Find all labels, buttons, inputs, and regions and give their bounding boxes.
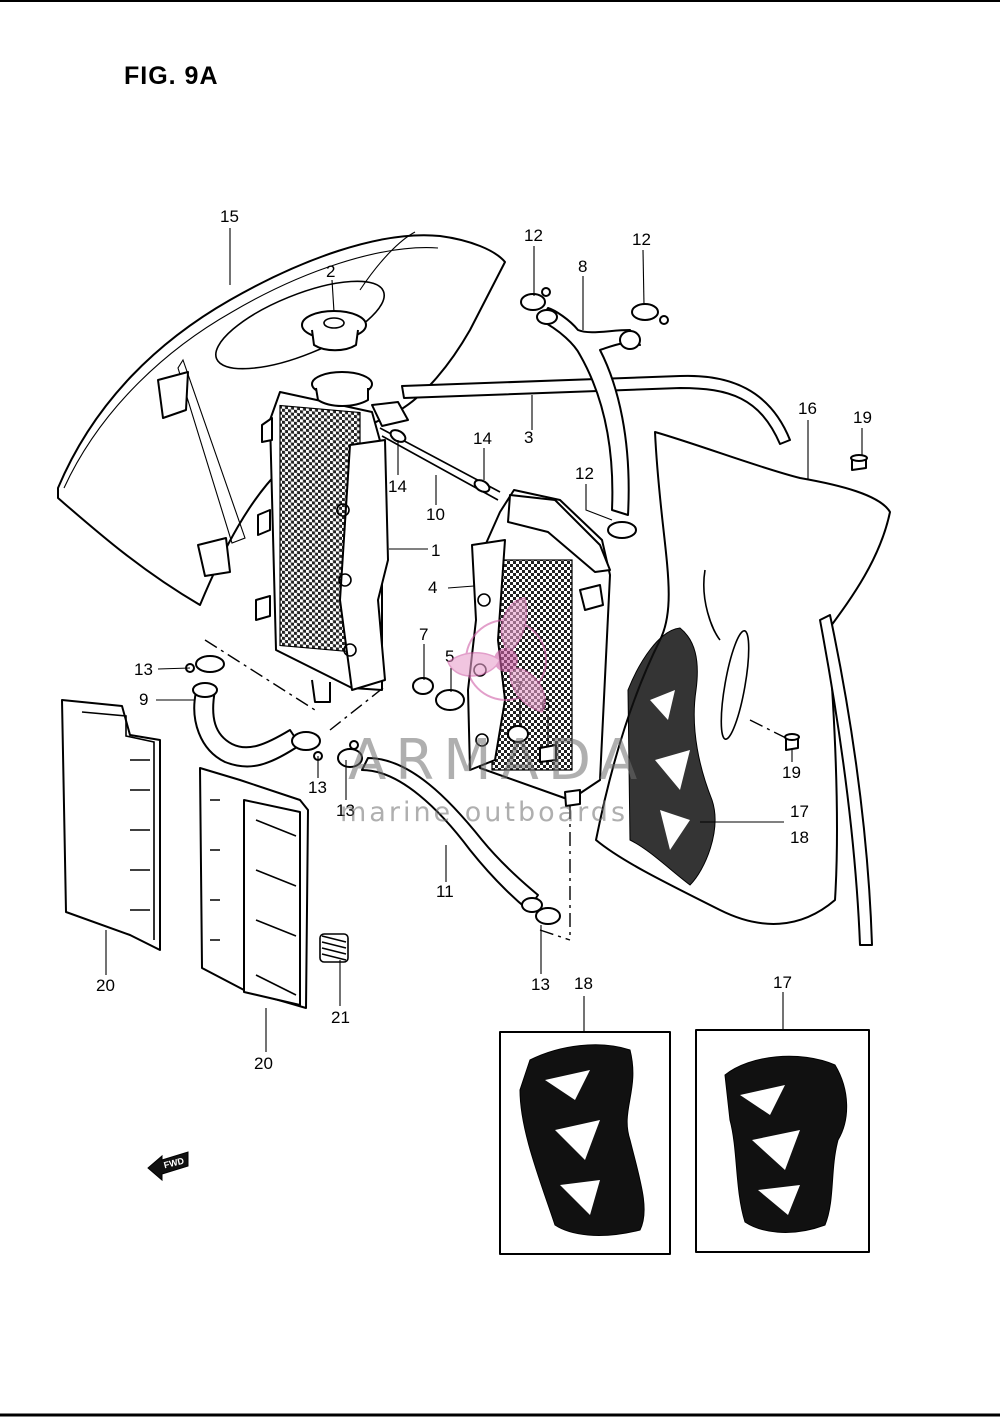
- part-2-radiator-cap: [301, 310, 367, 352]
- callout-17b: 17: [773, 973, 792, 992]
- callout-7a: 7: [419, 625, 428, 644]
- callout-19a: 19: [853, 408, 872, 427]
- watermark-brand: ARMADA: [348, 728, 647, 793]
- callout-21: 21: [331, 1008, 350, 1027]
- callout-12c: 12: [575, 464, 594, 483]
- callout-3: 3: [524, 428, 533, 447]
- callout-2: 2: [326, 262, 335, 281]
- fwd-label: FWD: [163, 1156, 186, 1171]
- callout-1: 1: [431, 541, 440, 560]
- callout-16: 16: [798, 399, 817, 418]
- callout-8: 8: [578, 257, 587, 276]
- callout-20b: 20: [254, 1054, 273, 1073]
- callout-labels: 1 2 3 4 5 6 7 7 8 9 10 11 12 12 12 13 13…: [96, 207, 872, 1073]
- callout-18b: 18: [574, 974, 593, 993]
- part-8-upper-hose: [536, 307, 641, 516]
- callout-6: 6: [541, 695, 550, 714]
- callout-13c: 13: [336, 801, 355, 820]
- figure-title: FIG. 9A: [124, 62, 219, 90]
- forward-arrow-icon: FWD: [147, 1151, 189, 1182]
- callout-12b: 12: [632, 230, 651, 249]
- assembly-guide-lines: [204, 639, 787, 941]
- part-3-breather-pipe: [401, 374, 791, 445]
- part-9-lower-hose: [192, 682, 301, 768]
- callout-12a: 12: [524, 226, 543, 245]
- callout-18a: 18: [790, 828, 809, 847]
- part-20-guard-left: [61, 699, 161, 951]
- callout-10: 10: [426, 505, 445, 524]
- callout-5: 5: [445, 647, 454, 666]
- callout-19b: 19: [782, 763, 801, 782]
- callout-14a: 14: [473, 429, 492, 448]
- part-12-clamps: [520, 287, 669, 539]
- part-19-bolts: [784, 454, 868, 751]
- part-20-guard-right: [199, 767, 309, 1009]
- callout-20a: 20: [96, 976, 115, 995]
- callout-9: 9: [139, 690, 148, 709]
- callout-17a: 17: [790, 802, 809, 821]
- callout-13d: 13: [531, 975, 550, 994]
- part-18-decal-box: [499, 1031, 671, 1255]
- callout-14b: 14: [388, 477, 407, 496]
- part-17-decal-box: [695, 1029, 870, 1253]
- part-11-lower-hose: [361, 757, 543, 913]
- part-21-spring: [319, 933, 349, 963]
- part-5-6-7-grommets: [412, 677, 557, 763]
- propeller-logo-icon: [447, 597, 547, 713]
- callout-13b: 13: [308, 778, 327, 797]
- callout-13a: 13: [134, 660, 153, 679]
- callout-15: 15: [220, 207, 239, 226]
- callout-11: 11: [436, 882, 454, 901]
- leader-lines: [105, 228, 863, 1052]
- part-14-clamps: [389, 429, 491, 493]
- callout-4: 4: [428, 578, 437, 597]
- watermark-subtitle: marine outboards: [340, 797, 629, 828]
- decal-on-shroud: [627, 627, 716, 886]
- part-1-left-radiator: [255, 371, 409, 703]
